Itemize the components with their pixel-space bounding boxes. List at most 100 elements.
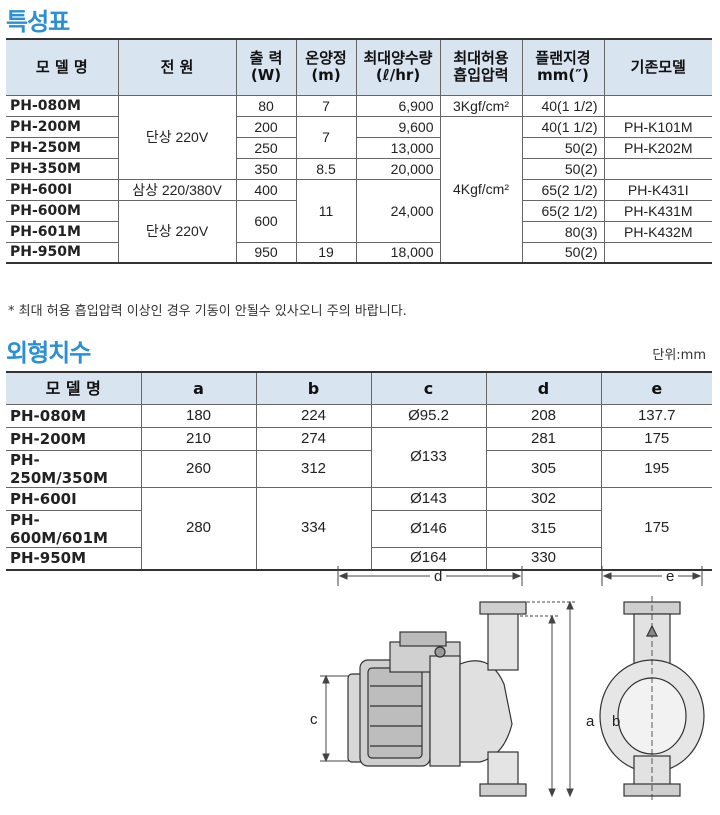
dim-header-e: e xyxy=(600,371,712,405)
model-cell: PH-600M/601M xyxy=(6,509,142,548)
dim-header-c: c xyxy=(370,371,487,405)
dim-header-a: a xyxy=(140,371,257,405)
flange-cell: 65(2 1/2) xyxy=(521,199,605,222)
model-cell: PH-350M xyxy=(6,157,119,180)
c-cell: Ø146 xyxy=(370,509,487,548)
suction-cell: 4Kgf/cm² xyxy=(439,115,523,264)
dim-label-d: d xyxy=(434,568,442,585)
flow-cell: 20,000 xyxy=(355,157,441,180)
b-cell: 224 xyxy=(255,403,372,428)
output-cell: 400 xyxy=(235,178,297,201)
flange-cell: 80(3) xyxy=(521,220,605,243)
output-cell: 950 xyxy=(235,241,297,264)
d-cell: 281 xyxy=(485,426,602,451)
footnote: * 최대 허용 흡입압력 이상인 경우 기동이 안될수 있사오니 주의 바랍니다… xyxy=(8,304,407,319)
power-cell: 단상 220V xyxy=(117,199,237,264)
power-cell: 단상 220V xyxy=(117,94,237,180)
table-row: PH-600M/601M Ø146 315 xyxy=(6,509,712,548)
flange-cell: 40(1 1/2) xyxy=(521,115,605,138)
model-cell: PH-950M xyxy=(6,546,142,571)
flange-cell: 50(2) xyxy=(521,241,605,264)
c-cell: Ø95.2 xyxy=(370,403,487,428)
head-cell: 7 xyxy=(295,94,357,117)
output-cell: 250 xyxy=(235,136,297,159)
pump-front-view xyxy=(599,596,705,802)
model-cell: PH-600I xyxy=(6,178,119,201)
spec-header-flow: 최대양수량(ℓ/hr) xyxy=(355,38,441,96)
prev-model-cell: PH-K101M xyxy=(603,115,712,138)
d-cell: 315 xyxy=(485,509,601,548)
dim-section-title: 외형치수 xyxy=(6,339,91,367)
spec-header-head: 온양정(m) xyxy=(295,38,357,96)
table-row: PH-950M 950 19 18,000 50(2) xyxy=(6,241,712,264)
power-cell: 삼상 220/380V xyxy=(117,178,237,201)
prev-model-cell: PH-K431I xyxy=(603,178,712,201)
dim-header-row: 모 델 명 a b c d e xyxy=(6,371,712,405)
dim-header-model: 모 델 명 xyxy=(6,371,142,405)
b-cell: 274 xyxy=(255,426,372,451)
a-cell: 210 xyxy=(140,426,257,451)
flow-cell: 9,600 xyxy=(355,115,441,138)
flow-cell: 6,900 xyxy=(355,94,441,117)
prev-model-cell xyxy=(603,94,712,117)
spec-table: 모 델 명 전 원 출 력(W) 온양정(m) 최대양수량(ℓ/hr) 최대허용… xyxy=(6,38,712,264)
e-cell: 195 xyxy=(600,449,712,488)
d-cell: 302 xyxy=(485,486,602,511)
dim-label-a: a xyxy=(586,713,595,730)
head-cell: 11 xyxy=(295,178,357,243)
dim-label-e: e xyxy=(666,568,674,585)
c-cell: Ø143 xyxy=(370,486,487,511)
dim-label-c: c xyxy=(310,711,318,728)
e-cell: 175 xyxy=(600,426,712,451)
a-cell: 280 xyxy=(140,486,257,571)
table-row: PH-080M 단상 220V 80 7 6,900 3Kgf/cm² 40(1… xyxy=(6,94,712,180)
output-cell: 80 xyxy=(235,94,297,117)
spec-header-row: 모 델 명 전 원 출 력(W) 온양정(m) 최대양수량(ℓ/hr) 최대허용… xyxy=(6,38,712,96)
table-row: PH-250M 250 13,000 50(2) PH-K202M xyxy=(6,136,712,159)
dim-header-b: b xyxy=(255,371,372,405)
dimension-table: 모 델 명 a b c d e PH-080M 180 224 Ø95.2 20… xyxy=(6,371,712,571)
model-cell: PH-250M xyxy=(6,136,119,159)
d-cell: 330 xyxy=(485,546,601,571)
model-cell: PH-600M xyxy=(6,199,119,222)
output-cell: 600 xyxy=(235,199,297,243)
model-cell: PH-601M xyxy=(6,220,119,243)
prev-model-cell xyxy=(603,157,712,180)
d-cell: 305 xyxy=(485,449,602,488)
model-cell: PH-200M xyxy=(6,115,119,138)
spec-header-prev-model: 기존모델 xyxy=(603,38,712,96)
table-row: PH-350M 350 8.5 20,000 50(2) xyxy=(6,157,712,180)
flow-cell: 18,000 xyxy=(355,241,441,264)
head-cell: 19 xyxy=(295,241,357,264)
table-row: PH-080M 180 224 Ø95.2 208 137.7 xyxy=(6,403,712,428)
model-cell: PH-080M xyxy=(6,94,119,117)
flow-cell: 24,000 xyxy=(355,178,441,243)
e-cell: 137.7 xyxy=(600,403,712,428)
model-cell: PH-600I xyxy=(6,486,142,511)
b-cell: 312 xyxy=(255,449,372,488)
a-cell: 260 xyxy=(140,449,257,488)
pump-side-view xyxy=(347,601,527,797)
output-cell: 200 xyxy=(235,115,297,138)
d-cell: 208 xyxy=(485,403,602,428)
prev-model-cell: PH-K432M xyxy=(603,220,712,243)
head-cell: 7 xyxy=(295,115,357,159)
spec-header-model: 모 델 명 xyxy=(6,38,119,96)
spec-header-output: 출 력(W) xyxy=(235,38,297,96)
e-cell: 175 xyxy=(600,486,712,571)
table-row: PH-250M/350M 260 312 305 195 xyxy=(6,449,712,488)
c-cell: Ø133 xyxy=(370,426,487,488)
table-row: PH-600I 삼상 220/380V 400 11 24,000 65(2 1… xyxy=(6,178,712,243)
a-cell: 180 xyxy=(140,403,257,428)
suction-cell: 3Kgf/cm² xyxy=(439,94,523,117)
dim-label-b: b xyxy=(612,713,620,730)
model-cell: PH-080M xyxy=(6,403,142,428)
pump-dimension-diagram: d e c a b xyxy=(310,566,705,802)
prev-model-cell: PH-K431M xyxy=(603,199,712,222)
table-row: PH-950M Ø164 330 xyxy=(6,546,712,571)
c-cell: Ø164 xyxy=(370,546,487,571)
head-cell: 8.5 xyxy=(295,157,357,180)
output-cell: 350 xyxy=(235,157,297,180)
table-row: PH-200M 200 7 9,600 4Kgf/cm² 40(1 1/2) P… xyxy=(6,115,712,264)
